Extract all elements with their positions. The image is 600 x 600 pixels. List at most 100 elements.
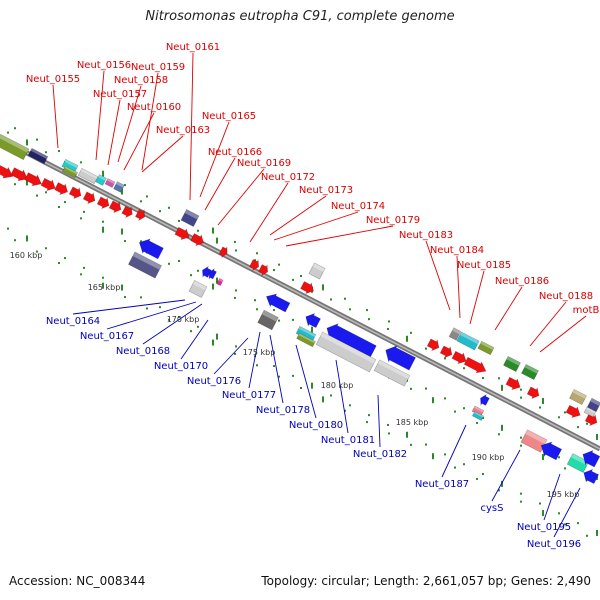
- gc-dot: [520, 396, 522, 399]
- gc-dot: [501, 424, 503, 431]
- feature-block: [27, 147, 49, 165]
- gc-dot: [80, 217, 82, 220]
- feature-block-shine: [0, 134, 29, 153]
- feature-block-shine: [572, 389, 587, 399]
- reverse-gene-shape: [373, 359, 411, 387]
- gc-dot: [7, 227, 9, 230]
- gc-dot: [577, 426, 579, 429]
- gc-dot: [520, 500, 522, 503]
- forward-callout: [123, 112, 155, 171]
- forward-gene-label: Neut_0174: [331, 201, 385, 212]
- reverse-gene: [540, 441, 563, 461]
- forward-gene: [82, 191, 96, 205]
- forward-gene-shape: [82, 191, 96, 205]
- forward-gene-shape: [0, 163, 14, 179]
- forward-gene-shape: [584, 413, 598, 427]
- gc-dot: [520, 388, 522, 391]
- gc-dot: [454, 410, 456, 413]
- gc-dot: [45, 151, 47, 154]
- gc-dot: [45, 191, 47, 194]
- gc-dot: [124, 296, 126, 299]
- gc-dot: [368, 318, 370, 321]
- reverse-callout: [377, 394, 381, 448]
- forward-gene: [526, 386, 540, 400]
- gc-dot: [235, 289, 237, 292]
- feature-block-shine: [452, 327, 461, 335]
- gc-dot: [366, 421, 368, 424]
- gc-dot: [366, 309, 368, 312]
- forward-gene: [68, 186, 82, 200]
- gc-dot: [410, 443, 412, 446]
- gc-dot: [444, 357, 446, 360]
- gc-dot: [80, 161, 82, 164]
- forward-gene-label: Neut_0157: [93, 89, 147, 100]
- reverse-gene-label: Neut_0168: [116, 346, 170, 357]
- gc-dot: [311, 382, 313, 389]
- reverse-gene-shine: [570, 453, 589, 466]
- forward-gene-shape: [108, 200, 122, 214]
- forward-gene-shape: [10, 167, 28, 182]
- gc-dot: [463, 367, 465, 370]
- scale-label: 180 kbp: [321, 381, 354, 390]
- reverse-gene: [315, 331, 377, 373]
- feature-block-shine: [312, 262, 326, 272]
- gc-dot: [558, 512, 560, 515]
- forward-gene-shape: [121, 205, 133, 219]
- gc-dot: [234, 240, 236, 243]
- forward-callout: [117, 85, 142, 163]
- feature-block: [583, 406, 597, 418]
- gc-dot: [235, 249, 237, 252]
- gc-dot: [432, 397, 434, 404]
- gc-dot: [256, 308, 258, 311]
- reverse-gene-shine: [474, 406, 484, 413]
- forward-gene: [0, 163, 14, 179]
- forward-callout: [285, 225, 394, 247]
- gc-dot: [146, 307, 148, 310]
- reverse-gene: [566, 453, 590, 473]
- reverse-callout: [335, 359, 349, 434]
- gc-dot: [14, 127, 16, 130]
- gc-dot: [7, 131, 9, 134]
- forward-gene: [439, 345, 453, 359]
- forward-gene: [190, 233, 204, 247]
- gc-dot: [425, 347, 427, 350]
- gc-dot: [330, 298, 332, 301]
- feature-block-shine: [184, 209, 199, 220]
- feature-block: [477, 340, 495, 356]
- reverse-gene: [520, 429, 548, 453]
- gc-dot: [463, 407, 465, 410]
- gc-dot: [406, 335, 408, 342]
- forward-gene-shape: [218, 246, 228, 258]
- forward-gene: [40, 177, 56, 192]
- reverse-gene-shine: [320, 332, 376, 364]
- gc-dot: [197, 229, 199, 232]
- gc-dot: [102, 226, 104, 233]
- feature-block-shape: [308, 262, 326, 280]
- gc-dot: [216, 237, 218, 244]
- reverse-gene-label: Neut_0164: [46, 316, 100, 327]
- forward-callout: [107, 99, 121, 166]
- forward-gene-label: Neut_0163: [156, 125, 210, 136]
- gc-dot: [121, 188, 123, 195]
- forward-gene-shape: [300, 281, 314, 295]
- gc-dot: [273, 365, 275, 368]
- gc-dot: [410, 331, 412, 334]
- reverse-gene-shape: [480, 393, 490, 407]
- gc-dot: [212, 283, 214, 290]
- forward-gene: [96, 196, 110, 210]
- feature-block: [95, 174, 107, 186]
- gc-dot: [432, 453, 434, 460]
- gc-dot: [444, 397, 446, 400]
- feature-block-shine: [30, 148, 48, 159]
- feature-block: [503, 355, 521, 373]
- gc-dot: [498, 489, 500, 492]
- gc-dot: [476, 421, 478, 424]
- forward-gene-shape: [565, 404, 581, 419]
- forward-callout: [141, 135, 184, 173]
- gc-dot: [558, 456, 560, 459]
- gc-dot: [178, 259, 180, 262]
- gc-dot: [146, 195, 148, 198]
- reverse-gene: [216, 278, 224, 286]
- gc-dot: [501, 384, 503, 391]
- gc-dot: [212, 227, 214, 234]
